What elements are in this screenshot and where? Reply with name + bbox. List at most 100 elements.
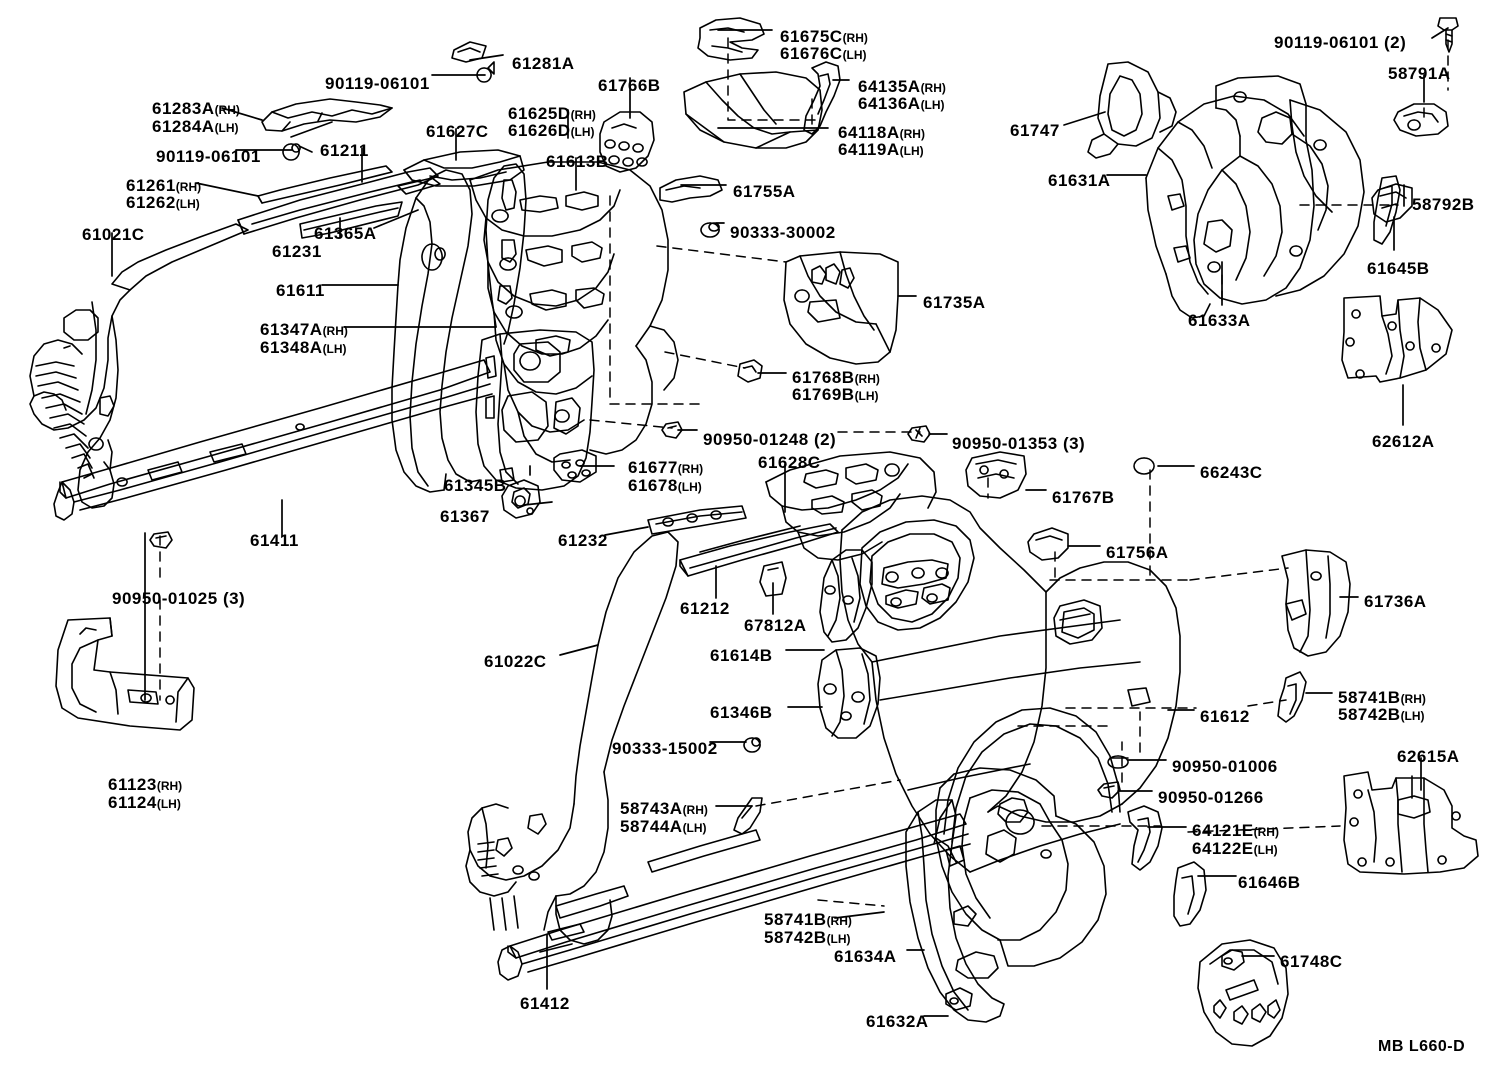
part-side-suffix: (LH): [214, 121, 239, 135]
part-label-62615a: 62615A: [1397, 748, 1460, 765]
part-90950-01248-clip: [661, 421, 683, 439]
part-label-61747: 61747: [1010, 122, 1060, 139]
part-61365a-strip: [397, 177, 441, 195]
part-label-61735a: 61735A: [923, 294, 986, 311]
part-label-61632a: 61632A: [866, 1013, 929, 1030]
part-61123-bracket: [55, 617, 195, 731]
part-label-61646b: 61646B: [1238, 874, 1301, 891]
part-label-61769b: 61769B(LH): [792, 385, 879, 406]
part-90333-15002-grommet: [743, 737, 761, 753]
part-label-58792b: 58792B: [1412, 196, 1475, 213]
part-label-90119-06101: 90119-06101 (2): [1274, 34, 1406, 51]
part-label-61281a: 61281A: [512, 55, 575, 72]
part-label-61211: 61211: [320, 142, 369, 159]
part-number: 61347A: [260, 320, 323, 339]
part-64118a-panel: [683, 71, 823, 149]
part-label-58743a: 58743A(RH): [620, 799, 708, 820]
part-number: 64136A: [858, 94, 921, 113]
part-label-64118a: 64118A(RH): [838, 123, 925, 144]
part-number: 61676C: [780, 44, 843, 63]
part-label-61613b: 61613B: [546, 153, 609, 170]
sheet-code: MB L660-D: [1378, 1038, 1466, 1055]
part-quantity: (3): [1057, 434, 1086, 453]
part-number: 67812A: [744, 616, 807, 635]
leader-lines: [111, 27, 1449, 1017]
part-label-58741b: 58741B(RH): [764, 910, 852, 931]
part-number: 62615A: [1397, 747, 1460, 766]
part-number: 61211: [320, 141, 369, 160]
part-side-suffix: (RH): [677, 462, 704, 476]
part-number: 61022C: [484, 652, 547, 671]
part-number: 61613B: [546, 152, 609, 171]
part-label-64122e: 64122E(LH): [1192, 839, 1278, 860]
part-90950-01353-clip: [907, 425, 931, 443]
part-64135a-bracket: [803, 61, 841, 135]
part-number: 61212: [680, 599, 730, 618]
part-label-61766b: 61766B: [598, 77, 661, 94]
part-58791a-bracket: [1393, 103, 1449, 137]
part-side-suffix: (RH): [175, 180, 202, 194]
part-61021c-front-pillar: [29, 223, 249, 509]
part-number: 61769B: [792, 385, 855, 404]
part-side-suffix: (LH): [899, 144, 924, 158]
part-label-61677: 61677(RH): [628, 458, 703, 479]
part-number: 90333-30002: [730, 223, 836, 242]
part-label-58741b: 58741B(RH): [1338, 688, 1426, 709]
part-side-suffix: (LH): [842, 48, 867, 62]
part-61281a-bracket: [451, 41, 487, 63]
part-number: 61634A: [834, 947, 897, 966]
part-number: 90333-15002: [612, 739, 718, 758]
part-number: 61747: [1010, 121, 1060, 140]
part-label-61022c: 61022C: [484, 653, 547, 670]
part-62612a-panel: [1341, 295, 1453, 383]
part-label-61611: 61611: [276, 282, 325, 299]
part-label-66243c: 66243C: [1200, 464, 1263, 481]
part-label-61232: 61232: [558, 532, 608, 549]
part-label-61768b: 61768B(RH): [792, 368, 880, 389]
part-61283a-roof-drip: [261, 98, 393, 132]
part-61756a-bracket: [1027, 527, 1069, 561]
part-side-suffix: (RH): [1253, 825, 1279, 839]
part-number: 90119-06101: [156, 147, 261, 166]
part-label-61756a: 61756A: [1106, 544, 1169, 561]
part-label-90119-06101: 90119-06101: [325, 75, 430, 92]
part-number: 61633A: [1188, 311, 1251, 330]
part-number: 61755A: [733, 182, 796, 201]
part-number: 61261: [126, 176, 176, 195]
part-number: 90950-01006: [1172, 757, 1278, 776]
part-67812a-clip: [759, 561, 787, 597]
part-side-suffix: (RH): [920, 81, 946, 95]
part-label-90950-01025: 90950-01025 (3): [112, 590, 245, 607]
part-90950-01006-clip: [1107, 755, 1129, 769]
part-61022c-pillar: [465, 531, 679, 945]
part-quantity: (2): [808, 430, 837, 449]
part-number: 61736A: [1364, 592, 1427, 611]
part-label-61627c: 61627C: [426, 123, 489, 140]
part-label-61767b: 61767B: [1052, 489, 1115, 506]
part-61632a-wheel-housing-outer: [905, 799, 1005, 1023]
part-58792b-bracket: [1371, 183, 1413, 223]
part-label-61675c: 61675C(RH): [780, 27, 868, 48]
part-90333-30002-grommet: [700, 222, 720, 238]
part-number: 61411: [250, 531, 299, 550]
part-side-suffix: (LH): [826, 932, 851, 946]
part-number: 90119-06101: [1274, 33, 1379, 52]
part-label-90333-15002: 90333-15002: [612, 740, 718, 757]
part-label-61123: 61123(RH): [108, 775, 182, 796]
part-61346b-panel: [817, 647, 881, 739]
part-label-58742b: 58742B(LH): [1338, 705, 1425, 726]
part-label-61626d: 61626D(LH): [508, 121, 595, 142]
part-number: 61262: [126, 193, 176, 212]
part-number: 66243C: [1200, 463, 1263, 482]
part-number: 61021C: [82, 225, 145, 244]
part-label-61736a: 61736A: [1364, 593, 1427, 610]
part-number: 61766B: [598, 76, 661, 95]
part-label-61262: 61262(LH): [126, 193, 200, 214]
part-number: 61767B: [1052, 488, 1115, 507]
part-label-61748c: 61748C: [1280, 953, 1343, 970]
part-61412-rocker-reinf: [497, 813, 971, 981]
part-61646b-bracket: [1173, 861, 1207, 927]
part-side-suffix: (LH): [682, 821, 707, 835]
